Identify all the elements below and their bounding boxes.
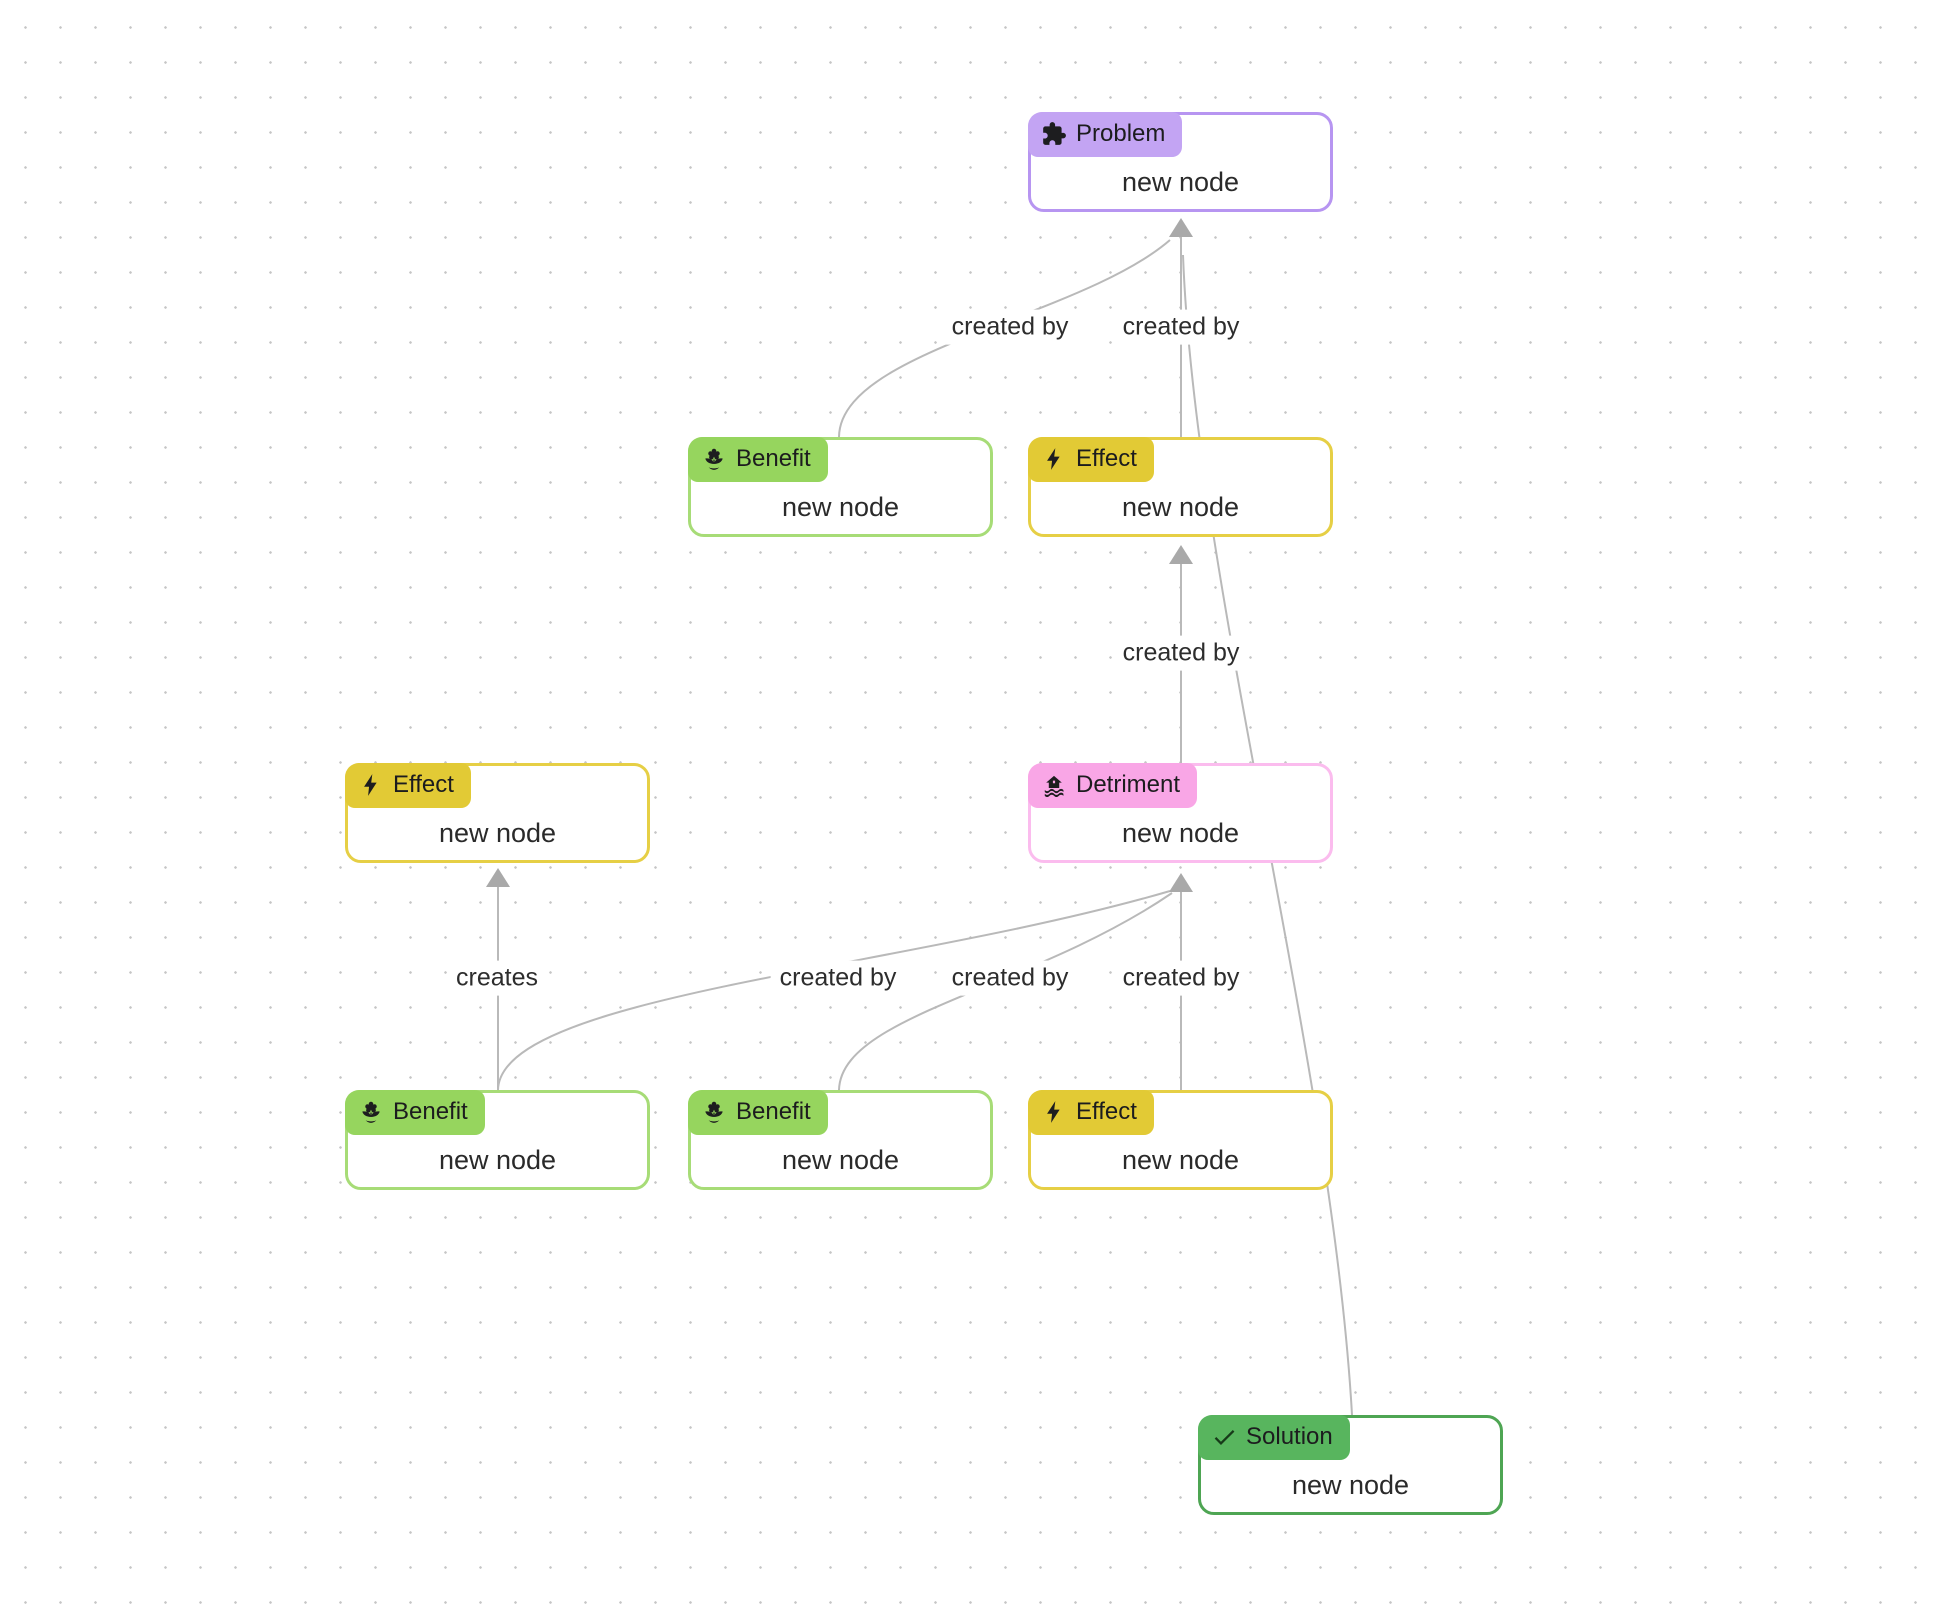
edge-label[interactable]: created by <box>942 309 1078 345</box>
node-type-label: Problem <box>1076 120 1166 147</box>
node-title[interactable]: new node <box>438 1144 557 1175</box>
sprout-icon <box>701 446 727 472</box>
puzzle-icon <box>1041 121 1067 147</box>
edge-benefit-3-to-detriment-1[interactable] <box>838 892 1173 1091</box>
node-type-label: Effect <box>1076 1098 1137 1125</box>
arrowhead <box>1169 873 1193 892</box>
node-type-label: Effect <box>393 771 454 798</box>
node-type-badge: Benefit <box>345 1090 485 1135</box>
edge-label[interactable]: created by <box>1113 960 1249 996</box>
node-problem-1[interactable]: new node Problem <box>1028 112 1333 212</box>
node-type-label: Benefit <box>736 1098 811 1125</box>
node-title[interactable]: new node <box>1121 1144 1240 1175</box>
node-title[interactable]: new node <box>781 491 900 522</box>
node-benefit-3[interactable]: new node Benefit <box>688 1090 993 1190</box>
edge-label[interactable]: created by <box>770 960 906 996</box>
node-body: new node <box>1031 155 1330 209</box>
lightning-icon <box>1041 446 1067 472</box>
node-type-badge: Effect <box>1028 437 1154 482</box>
node-title[interactable]: new node <box>1121 817 1240 848</box>
edge-label[interactable]: created by <box>942 960 1078 996</box>
edge-label[interactable]: creates <box>447 960 547 996</box>
node-benefit-2[interactable]: new node Benefit <box>345 1090 650 1190</box>
node-type-badge: Detriment <box>1028 763 1198 808</box>
node-body: new node <box>691 480 990 534</box>
node-type-label: Effect <box>1076 445 1137 472</box>
arrowhead <box>1169 218 1193 237</box>
node-title[interactable]: new node <box>1291 1469 1410 1500</box>
node-effect-2[interactable]: new node Effect <box>345 763 650 863</box>
lightning-icon <box>1041 1099 1067 1125</box>
node-type-badge: Effect <box>1028 1090 1154 1135</box>
node-detriment-1[interactable]: new node Detriment <box>1028 763 1333 863</box>
node-solution-1[interactable]: new node Solution <box>1198 1415 1503 1515</box>
node-type-badge: Problem <box>1028 112 1183 157</box>
flood-icon <box>1041 772 1067 798</box>
node-type-label: Solution <box>1246 1423 1333 1450</box>
arrowhead <box>486 868 510 887</box>
node-type-badge: Effect <box>345 763 471 808</box>
node-effect-1[interactable]: new node Effect <box>1028 437 1333 537</box>
sprout-icon <box>358 1099 384 1125</box>
edge-label[interactable]: created by <box>1113 309 1249 345</box>
sprout-icon <box>701 1099 727 1125</box>
edge-benefit-2-to-detriment-1[interactable] <box>497 890 1171 1091</box>
lightning-icon <box>358 772 384 798</box>
node-title[interactable]: new node <box>1121 491 1240 522</box>
node-title[interactable]: new node <box>1121 166 1240 197</box>
node-type-label: Benefit <box>393 1098 468 1125</box>
node-body: new node <box>348 806 647 860</box>
edge-label[interactable]: created by <box>1113 635 1249 671</box>
node-body: new node <box>348 1133 647 1187</box>
node-type-badge: Solution <box>1198 1415 1350 1460</box>
node-benefit-1[interactable]: new node Benefit <box>688 437 993 537</box>
node-body: new node <box>1201 1458 1500 1512</box>
node-body: new node <box>1031 1133 1330 1187</box>
node-type-label: Benefit <box>736 445 811 472</box>
check-icon <box>1211 1424 1237 1450</box>
node-body: new node <box>691 1133 990 1187</box>
node-type-label: Detriment <box>1076 771 1181 798</box>
node-type-badge: Benefit <box>688 1090 828 1135</box>
node-body: new node <box>1031 480 1330 534</box>
node-body: new node <box>1031 806 1330 860</box>
node-effect-3[interactable]: new node Effect <box>1028 1090 1333 1190</box>
node-type-badge: Benefit <box>688 437 828 482</box>
arrowhead <box>1169 545 1193 564</box>
node-title[interactable]: new node <box>781 1144 900 1175</box>
node-title[interactable]: new node <box>438 817 557 848</box>
